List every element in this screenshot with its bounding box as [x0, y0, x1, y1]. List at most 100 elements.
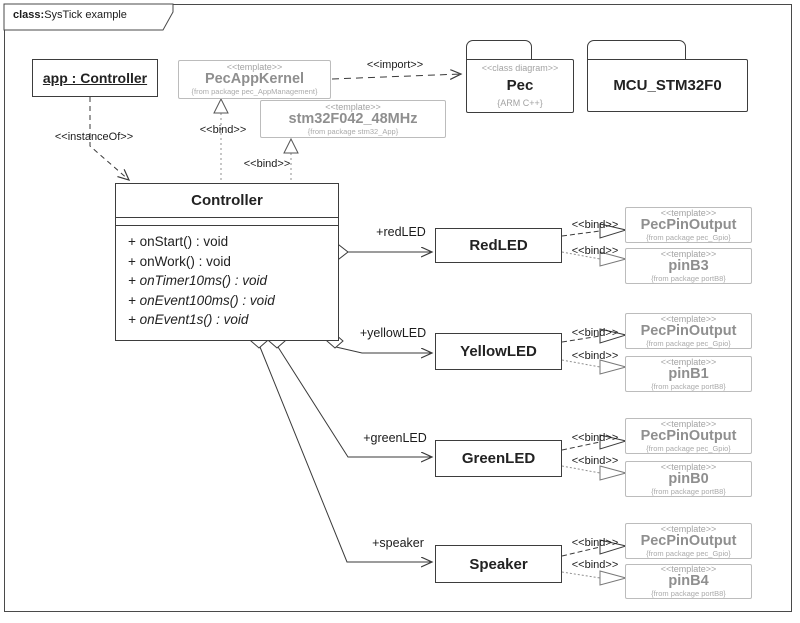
generalization-triangle	[213, 97, 229, 114]
template-name: pinB1	[668, 365, 709, 382]
bind-arrowhead	[599, 539, 628, 555]
template-pecpinoutput-yellow[interactable]: <<template>> PecPinOutput {from package …	[625, 313, 752, 349]
class-yellowled[interactable]: YellowLED	[435, 333, 562, 370]
template-pinb0[interactable]: <<template>> pinB0 {from package portB8}	[625, 461, 752, 497]
package-mcu-stm32f0[interactable]: MCU_STM32F0	[587, 59, 748, 112]
instance-app-controller[interactable]: app : Controller	[32, 59, 158, 97]
template-pecpinoutput-green[interactable]: <<template>> PecPinOutput {from package …	[625, 418, 752, 454]
bind-connector-green-output[interactable]	[561, 441, 601, 451]
bind-label: <<bind>>	[571, 327, 619, 339]
package-pec-tab[interactable]	[466, 40, 532, 60]
greenled-connector[interactable]	[277, 346, 432, 457]
role-label-yellowled: +yellowLED	[359, 326, 427, 340]
template-name: stm32F042_48MHz	[288, 110, 418, 127]
operation: + onWork() : void	[128, 253, 231, 269]
stereotype-label: <<template>>	[325, 101, 381, 112]
import-label: <<import>>	[366, 59, 424, 71]
template-package: {from package pec_Gpio}	[646, 443, 731, 453]
bind-connector-speaker-output[interactable]	[561, 546, 601, 557]
bind-label: <<bind>>	[571, 432, 619, 444]
package-name: MCU_STM32F0	[613, 76, 722, 94]
class-greenled[interactable]: GreenLED	[435, 440, 562, 477]
frame-keyword: class:	[13, 9, 45, 21]
bind-label: <<bind>>	[571, 537, 619, 549]
import-connector[interactable]	[331, 74, 461, 79]
template-package: {from package pec_Gpio}	[646, 548, 731, 558]
stereotype-label: <<template>>	[226, 62, 283, 72]
yellowled-connector[interactable]	[335, 346, 432, 353]
bind-arrowhead	[599, 359, 628, 375]
template-package: {from package portB8}	[651, 486, 726, 496]
stereotype-label: <<template>>	[660, 207, 717, 218]
template-name: PecPinOutput	[640, 216, 737, 233]
generalization-triangle	[283, 137, 299, 154]
template-name: PecAppKernel	[204, 71, 305, 87]
template-name: pinB4	[668, 573, 709, 589]
template-pinb3[interactable]: <<template>> pinB3 {from package portB8}	[625, 248, 752, 284]
bind-label: <<bind>>	[571, 559, 619, 571]
role-label-greenled: +greenLED	[363, 431, 427, 445]
template-name: PecPinOutput	[640, 322, 737, 339]
instance-name: app : Controller	[42, 70, 148, 86]
attributes-compartment	[116, 218, 338, 226]
bind-arrowhead	[599, 328, 628, 344]
template-name: PecPinOutput	[640, 532, 737, 549]
package-mcu-tab[interactable]	[587, 40, 686, 60]
instanceof-connector[interactable]	[89, 97, 129, 180]
bind-connector-red-pin[interactable]	[561, 251, 601, 260]
stereotype-label: <<template>>	[660, 523, 717, 534]
bind-label: <<bind>>	[571, 219, 619, 231]
bind-arrowhead	[599, 570, 628, 586]
template-name: pinB3	[668, 257, 709, 274]
template-package: {from package portB8}	[651, 589, 726, 598]
stereotype-label: <<template>>	[660, 356, 717, 367]
stereotype-label: <<template>>	[660, 418, 717, 429]
template-package: {from package stm32_App}	[307, 126, 399, 136]
bind-connector-red-output[interactable]	[561, 230, 601, 237]
stereotype-label: <<template>>	[660, 461, 717, 472]
frame-title-tab	[3, 3, 174, 31]
operations-compartment: + onStart() : void + onWork() : void + o…	[116, 226, 338, 330]
template-name: PecPinOutput	[640, 427, 737, 444]
template-pinb1[interactable]: <<template>> pinB1 {from package portB8}	[625, 356, 752, 392]
bind-connector-yellow-output[interactable]	[561, 335, 601, 343]
template-package: {from package pec_Gpio}	[646, 232, 731, 242]
stereotype-label: <<template>>	[660, 313, 717, 324]
bind-arrowhead	[599, 251, 628, 267]
package-pec[interactable]: <<class diagram>> Pec {ARM C++}	[466, 59, 574, 113]
template-package: {from package pec_AppManagement}	[191, 87, 318, 96]
template-package: {from package portB8}	[651, 381, 726, 391]
bind-label: <<bind>>	[243, 158, 291, 170]
bind-label: <<bind>>	[199, 124, 247, 136]
template-package: {from package portB8}	[651, 273, 726, 283]
class-name: Speaker	[469, 555, 528, 573]
bind-connector-speaker-pin[interactable]	[561, 571, 601, 579]
class-name: YellowLED	[460, 343, 537, 360]
template-pecpinoutput-red[interactable]: <<template>> PecPinOutput {from package …	[625, 207, 752, 243]
operation: + onTimer10ms() : void	[128, 273, 268, 288]
frame-title-text: SysTick example	[44, 9, 127, 21]
stereotype-label: <<template>>	[660, 564, 717, 574]
class-redled[interactable]: RedLED	[435, 228, 562, 263]
class-controller[interactable]: Controller + onStart() : void + onWork()…	[115, 183, 339, 341]
bind-arrowhead	[599, 223, 628, 239]
template-pecappkernel[interactable]: <<template>> PecAppKernel {from package …	[178, 60, 331, 99]
template-name: pinB0	[668, 470, 709, 487]
bind-connector-green-pin[interactable]	[561, 465, 601, 474]
bind-label: <<bind>>	[571, 350, 619, 362]
stereotype-label: <<template>>	[660, 248, 717, 259]
package-language: {ARM C++}	[497, 98, 543, 108]
speaker-connector[interactable]	[259, 346, 432, 562]
operation: + onEvent100ms() : void	[128, 292, 275, 308]
class-speaker[interactable]: Speaker	[435, 545, 562, 583]
template-package: {from package pec_Gpio}	[646, 338, 731, 348]
bind-arrowhead	[599, 434, 628, 450]
frame-title: class:SysTick example	[13, 9, 183, 21]
template-pecpinoutput-speaker[interactable]: <<template>> PecPinOutput {from package …	[625, 523, 752, 559]
template-stm32f042-48mhz[interactable]: <<template>> stm32F042_48MHz {from packa…	[260, 100, 446, 138]
operation: + onEvent1s() : void	[128, 312, 249, 327]
bind-connector-yellow-pin[interactable]	[561, 359, 601, 368]
template-pinb4[interactable]: <<template>> pinB4 {from package portB8}	[625, 564, 752, 599]
